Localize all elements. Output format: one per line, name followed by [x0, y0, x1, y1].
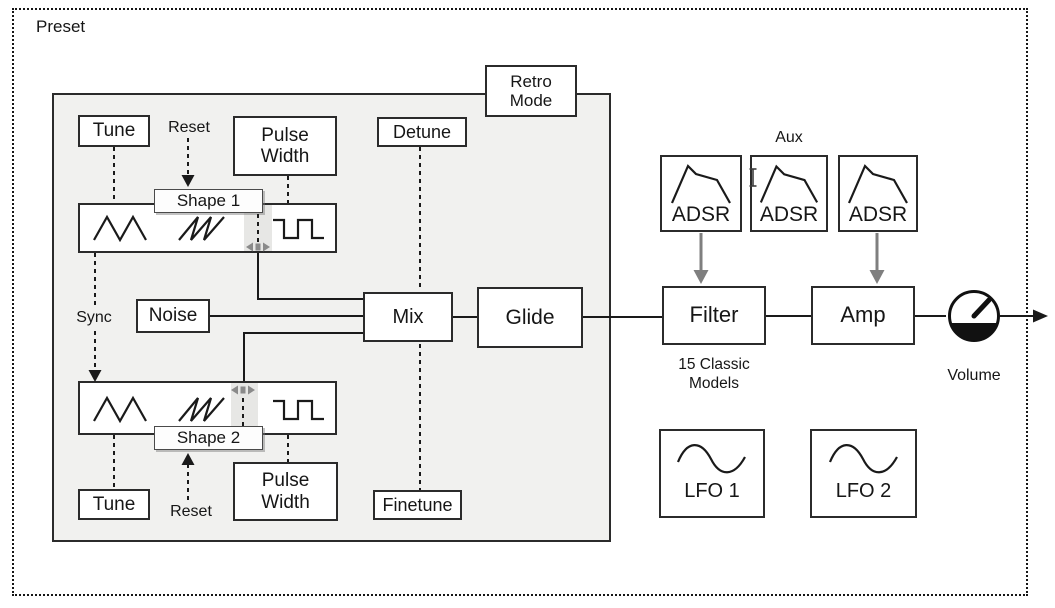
- adsr2-aux-box: ADSR: [750, 155, 828, 232]
- sawtooth-wave-icon: [178, 216, 225, 241]
- sync-label: Sync: [68, 309, 120, 327]
- sawtooth-wave-icon: [178, 397, 225, 422]
- adsr-envelope-icon: [847, 164, 908, 204]
- osc1-tune-box: Tune: [78, 115, 150, 147]
- finetune-box: Finetune: [373, 490, 462, 520]
- lfo2-label: LFO 2: [835, 480, 892, 502]
- adsr3-label: ADSR: [848, 203, 908, 226]
- lfo1-box: LFO 1: [659, 429, 765, 518]
- osc1-shape-box[interactable]: Shape 1: [154, 189, 263, 213]
- noise-box: Noise: [136, 299, 210, 333]
- lfo2-box: LFO 2: [810, 429, 917, 518]
- adsr1-label: ADSR: [671, 203, 731, 226]
- triangle-wave-icon: [93, 214, 147, 242]
- pulse-wave-icon: [273, 218, 324, 240]
- adsr3-box: ADSR: [838, 155, 918, 232]
- triangle-wave-icon: [93, 395, 147, 423]
- sine-wave-icon: [676, 444, 746, 474]
- adsr-envelope-icon: [670, 164, 731, 204]
- amp-box: Amp: [811, 286, 915, 345]
- retro-mode-box: Retro Mode: [485, 65, 577, 117]
- filter-models-note: 15 Classic Models: [678, 356, 750, 393]
- volume-knob-icon: [948, 290, 1000, 342]
- lfo1-label: LFO 1: [684, 480, 740, 502]
- sine-wave-icon: [828, 444, 898, 474]
- osc2-reset-label: Reset: [170, 503, 212, 520]
- osc1-pulse-width-box: Pulse Width: [233, 116, 337, 176]
- adsr2-label: ADSR: [759, 203, 819, 226]
- detune-box: Detune: [377, 117, 467, 147]
- pulse-wave-icon: [273, 399, 324, 421]
- osc2-shape-box[interactable]: Shape 2: [154, 426, 263, 450]
- osc1-reset-label: Reset: [168, 119, 210, 136]
- output-arrowhead: [1033, 309, 1048, 323]
- preset-label: Preset: [36, 17, 86, 36]
- filter-box: Filter: [662, 286, 766, 345]
- osc2-tune-box: Tune: [78, 489, 150, 520]
- adsr1-box: ADSR: [660, 155, 742, 232]
- osc2-pulse-width-box: Pulse Width: [233, 462, 338, 521]
- aux-label: Aux: [775, 129, 803, 146]
- mix-box: Mix: [363, 292, 453, 342]
- adsr-envelope-icon: [759, 164, 819, 203]
- preset-boundary: [12, 8, 1028, 596]
- oscillator2-box: [78, 381, 337, 435]
- volume-label: Volume: [947, 367, 1001, 384]
- glide-box: Glide: [477, 287, 583, 348]
